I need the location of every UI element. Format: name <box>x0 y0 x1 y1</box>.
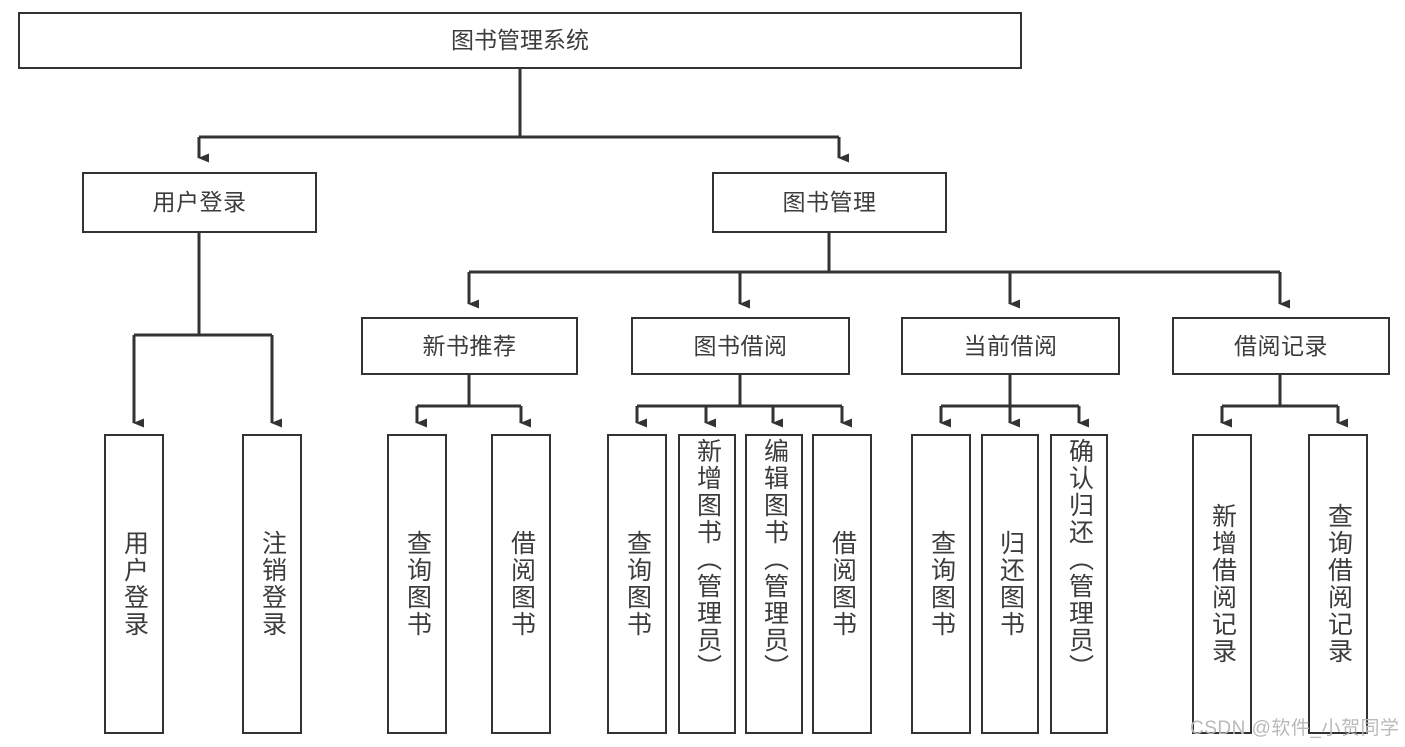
node-user-login[interactable]: 用户登录 <box>82 172 317 233</box>
node-current-borrow[interactable]: 当前借阅 <box>901 317 1120 375</box>
leaf-bb-borrow-book-label: 借阅图书 <box>828 530 857 638</box>
node-root-label: 图书管理系统 <box>451 27 589 54</box>
leaf-user-login[interactable]: 用户登录 <box>104 434 164 734</box>
leaf-nb-borrow-book[interactable]: 借阅图书 <box>491 434 551 734</box>
node-borrow-record[interactable]: 借阅记录 <box>1172 317 1390 375</box>
leaf-bb-add-book-label: 新增图书（管理员） <box>693 438 722 681</box>
leaf-bb-edit-book[interactable]: 编辑图书（管理员） <box>745 434 803 734</box>
node-book-borrow[interactable]: 图书借阅 <box>631 317 850 375</box>
leaf-cb-confirm-return-label: 确认归还（管理员） <box>1065 438 1094 681</box>
csdn-watermark: CSDN @软件_小贺同学 <box>1190 718 1400 739</box>
node-book-manage[interactable]: 图书管理 <box>712 172 947 233</box>
leaf-cb-query-book[interactable]: 查询图书 <box>911 434 971 734</box>
leaf-bb-query-book-label: 查询图书 <box>623 530 652 638</box>
leaf-cb-query-book-label: 查询图书 <box>927 530 956 638</box>
node-root[interactable]: 图书管理系统 <box>18 12 1022 69</box>
leaf-logout-label: 注销登录 <box>258 530 287 638</box>
node-user-login-label: 用户登录 <box>152 189 247 216</box>
node-book-manage-label: 图书管理 <box>782 189 877 216</box>
leaf-cb-return-book[interactable]: 归还图书 <box>981 434 1039 734</box>
node-new-book-label: 新书推荐 <box>422 332 517 359</box>
leaf-bb-query-book[interactable]: 查询图书 <box>607 434 667 734</box>
leaf-user-login-label: 用户登录 <box>120 530 149 638</box>
leaf-br-add-record-label: 新增借阅记录 <box>1208 503 1237 665</box>
node-new-book[interactable]: 新书推荐 <box>361 317 578 375</box>
leaf-br-add-record[interactable]: 新增借阅记录 <box>1192 434 1252 734</box>
leaf-br-query-record[interactable]: 查询借阅记录 <box>1308 434 1368 734</box>
leaf-nb-query-book-label: 查询图书 <box>403 530 432 638</box>
leaf-bb-add-book[interactable]: 新增图书（管理员） <box>678 434 736 734</box>
leaf-nb-borrow-book-label: 借阅图书 <box>507 530 536 638</box>
leaf-bb-edit-book-label: 编辑图书（管理员） <box>760 438 789 681</box>
leaf-bb-borrow-book[interactable]: 借阅图书 <box>812 434 872 734</box>
leaf-cb-return-book-label: 归还图书 <box>996 530 1025 638</box>
node-current-borrow-label: 当前借阅 <box>963 332 1058 359</box>
node-borrow-record-label: 借阅记录 <box>1234 332 1328 359</box>
leaf-nb-query-book[interactable]: 查询图书 <box>387 434 447 734</box>
leaf-cb-confirm-return[interactable]: 确认归还（管理员） <box>1050 434 1108 734</box>
leaf-br-query-record-label: 查询借阅记录 <box>1324 503 1353 665</box>
node-book-borrow-label: 图书借阅 <box>693 332 788 359</box>
leaf-logout[interactable]: 注销登录 <box>242 434 302 734</box>
